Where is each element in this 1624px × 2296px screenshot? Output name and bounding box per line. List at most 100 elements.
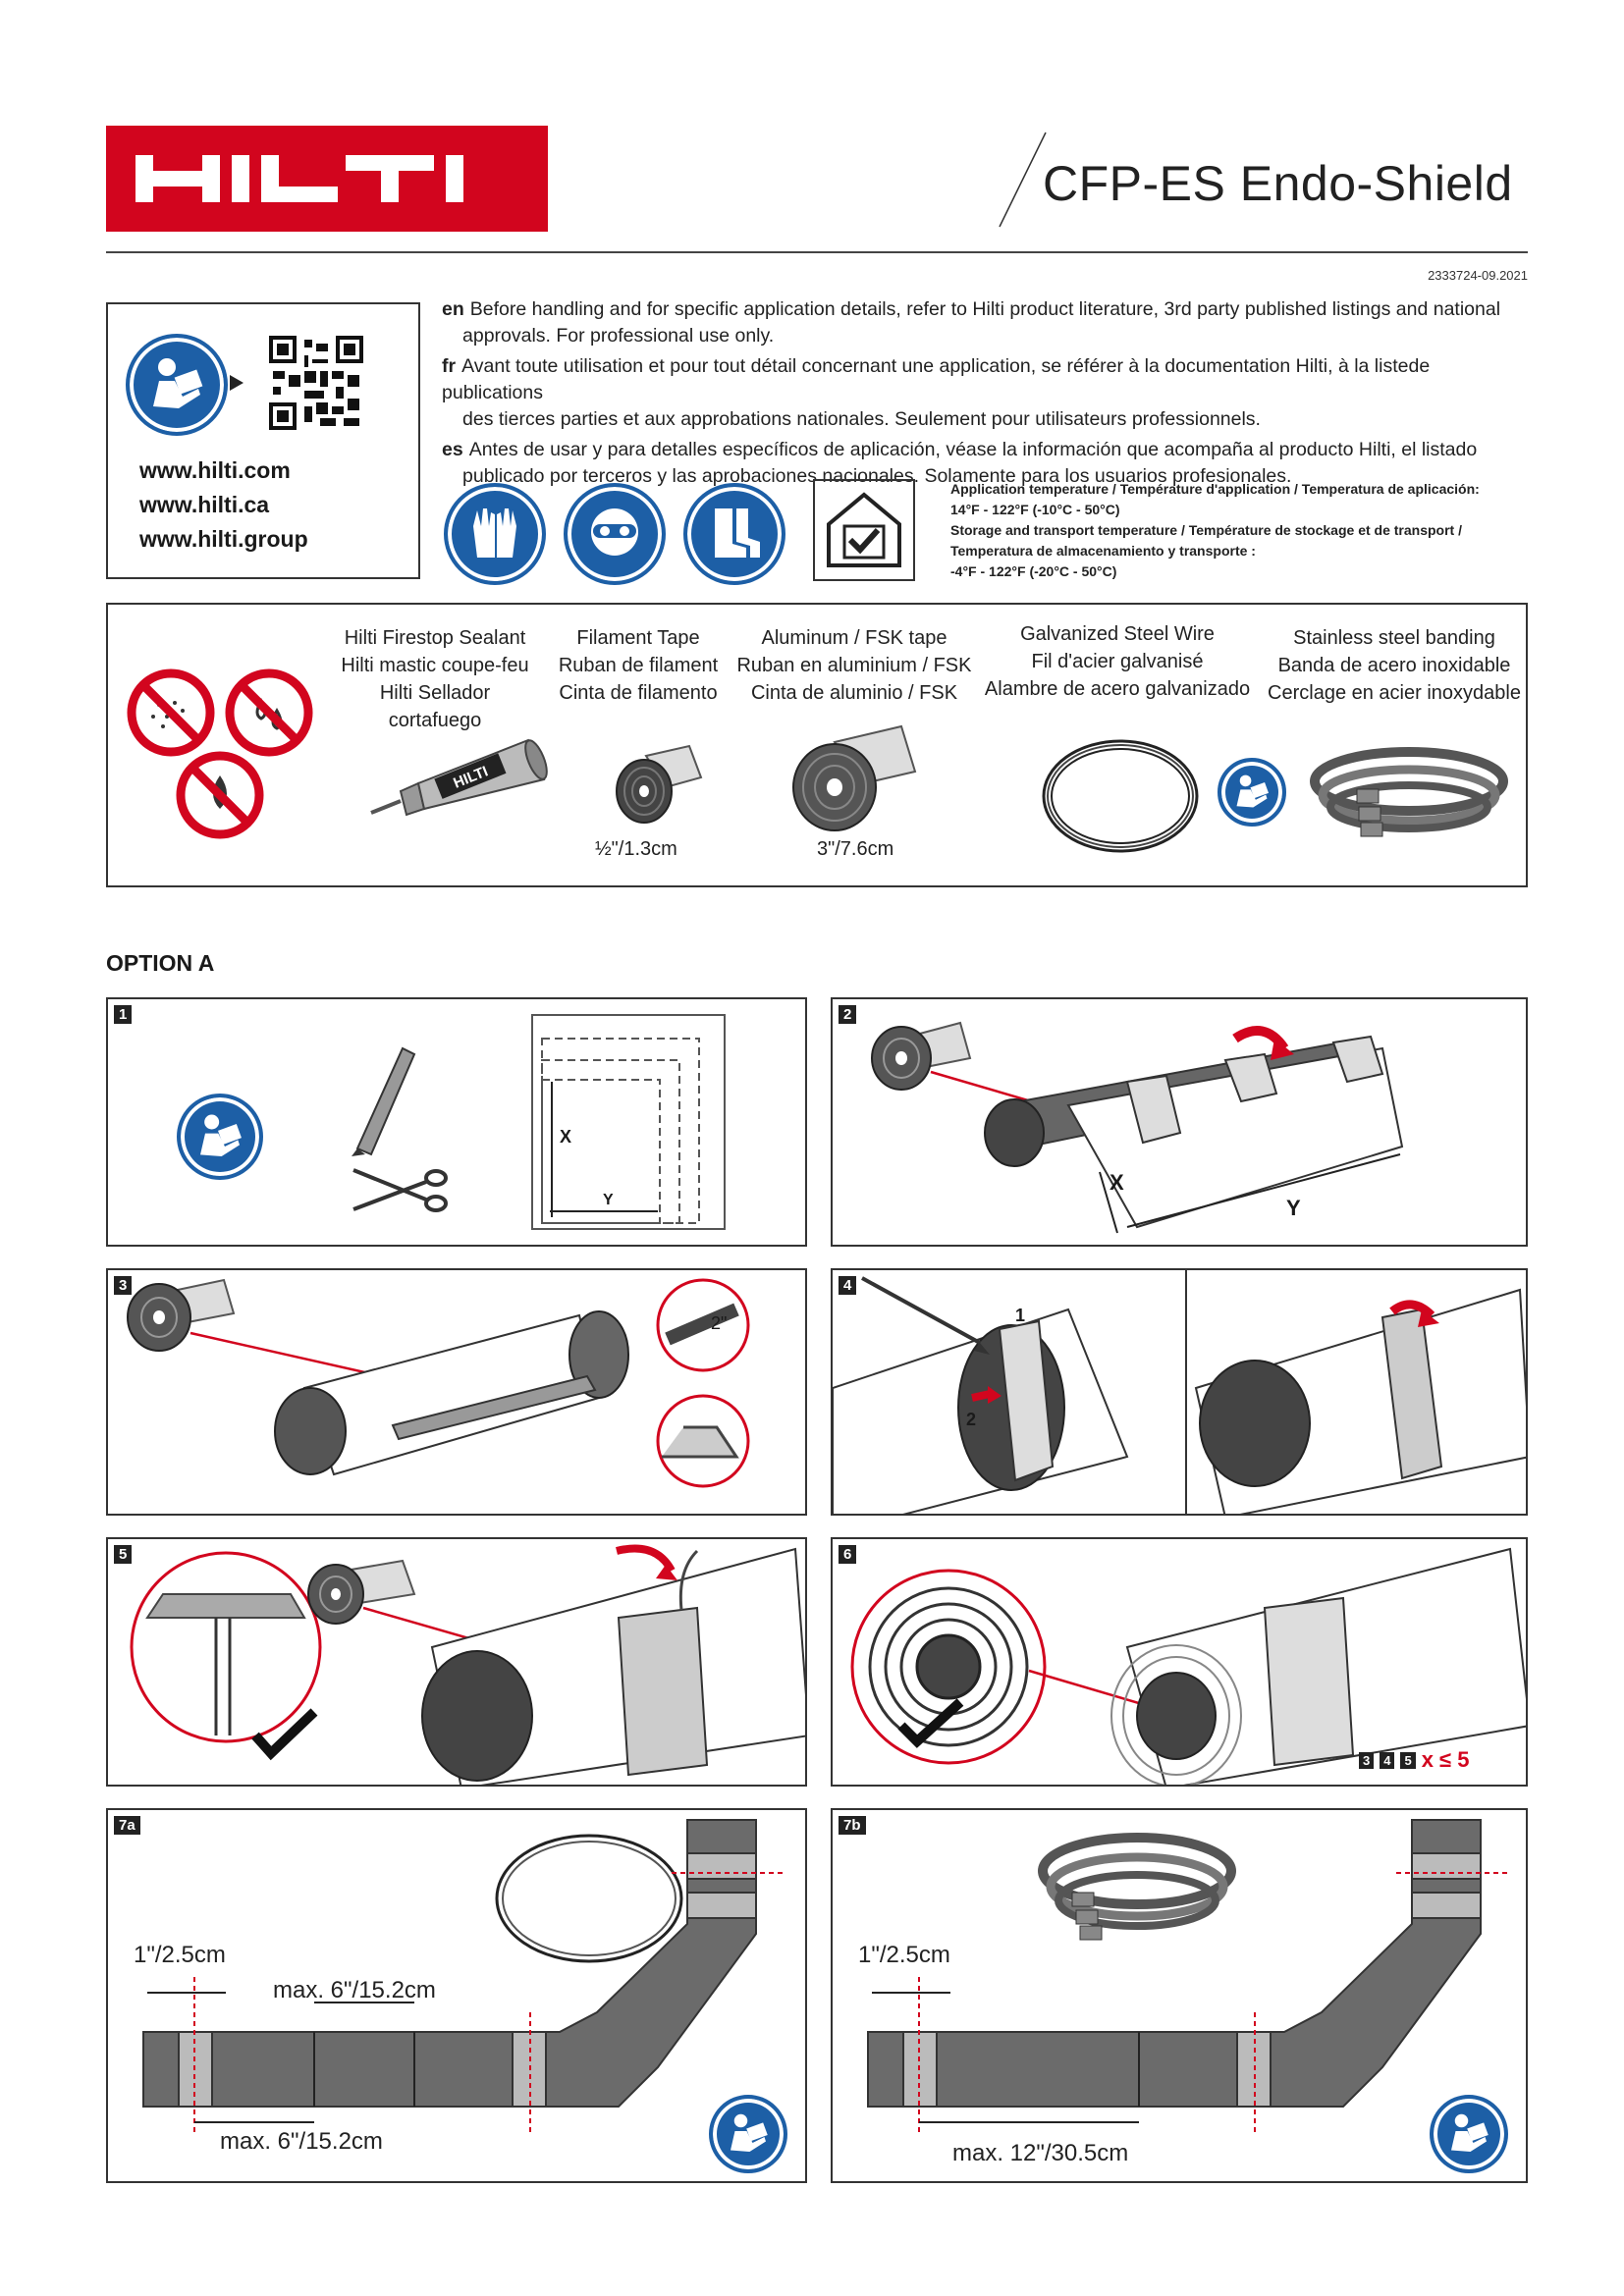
steel-wire-coil-icon <box>1037 732 1204 860</box>
substep-1-label: 1 <box>1015 1306 1025 1326</box>
filament-size: ½"/1.3cm <box>595 838 677 861</box>
temp-line-2: 14°F - 122°F (-10°C - 50°C) <box>950 500 1540 520</box>
sealant-en: Hilti Firestop Sealant <box>332 624 538 652</box>
step-1-panel: 1 X Y <box>106 997 807 1247</box>
url-hilti-group[interactable]: www.hilti.group <box>139 522 308 557</box>
gloves-icon <box>444 483 546 585</box>
dim-y-label: Y <box>1286 1196 1301 1221</box>
edge-distance-label: 1"/2.5cm <box>134 1942 226 1969</box>
temp-line-4: Temperatura de almacenamiento y transpor… <box>950 541 1540 561</box>
step-5-panel: 5 <box>106 1537 807 1787</box>
read-manual-icon <box>709 2095 787 2173</box>
banding-spacing-diagram <box>833 1810 1528 2183</box>
lang-code-fr: fr <box>442 355 456 377</box>
seal-seam-diagram <box>108 1270 807 1516</box>
no-fire-icon <box>181 756 259 834</box>
read-manual-icon <box>177 1094 263 1180</box>
read-manual-icon <box>126 334 228 436</box>
notice-en-line1: Before handling and for specific applica… <box>470 298 1500 320</box>
sealant-fr: Hilti mastic coupe-feu <box>332 652 538 679</box>
url-hilti-ca[interactable]: www.hilti.ca <box>139 488 308 522</box>
step-number: 1 <box>114 1005 132 1024</box>
ref-step-5: 5 <box>1400 1752 1415 1769</box>
utility-knife-icon <box>344 1039 422 1156</box>
materials-box: Hilti Firestop Sealant Hilti mastic coup… <box>106 603 1528 887</box>
title-divider-slash <box>992 131 1051 229</box>
edge-distance-label: 1"/2.5cm <box>858 1942 950 1969</box>
notice-en-line2: approvals. For professional use only. <box>442 323 1532 349</box>
wrap-insulation-diagram <box>833 999 1528 1247</box>
banding-es: Cerclage en acier inoxydable <box>1267 679 1522 707</box>
option-title: OPTION A <box>106 950 214 977</box>
dim-y-label: Y <box>603 1192 614 1209</box>
banding-en: Stainless steel banding <box>1267 624 1522 652</box>
notice-fr-line2: des tierces parties et aux approbations … <box>442 406 1532 433</box>
aluminum-es: Cinta de aluminio / FSK <box>736 679 972 707</box>
step-2-panel: 2 X Y <box>831 997 1528 1247</box>
temp-line-5: -4°F - 122°F (-20°C - 50°C) <box>950 561 1540 582</box>
layer-limit: 3 4 5 x ≤ 5 <box>1359 1747 1469 1773</box>
max-spacing-label: max. 12"/30.5cm <box>952 2140 1128 2167</box>
dim-x-label: X <box>1110 1170 1124 1196</box>
document-number: 2333724-09.2021 <box>1414 268 1528 283</box>
banding-fr: Banda de acero inoxidable <box>1267 652 1522 679</box>
overlap-dim: 2" <box>711 1313 727 1334</box>
aluminum-tape-roll-icon <box>785 722 923 840</box>
notice-es-line1: Antes de usar y para detalles específico… <box>469 439 1478 460</box>
scissors-icon <box>348 1160 456 1219</box>
wire-spacing-diagram <box>108 1810 807 2183</box>
lang-code-es: es <box>442 439 463 460</box>
aluminum-size: 3"/7.6cm <box>817 838 893 861</box>
max-spacing-label-top: max. 6"/15.2cm <box>273 1977 436 2004</box>
arrow-right-icon <box>230 375 244 391</box>
wire-es: Alambre de acero galvanizado <box>980 675 1255 703</box>
tape-seam-diagram <box>833 1270 1528 1516</box>
wire-en: Galvanized Steel Wire <box>980 620 1255 648</box>
safety-boots-icon <box>683 483 785 585</box>
max-layers-rule: x ≤ 5 <box>1422 1747 1470 1773</box>
language-notices: en Before handling and for specific appli… <box>442 296 1532 490</box>
no-dust-icon <box>132 673 210 752</box>
prohibition-icons <box>124 656 350 852</box>
indoor-storage-icon <box>813 479 915 581</box>
step-7b-panel: 7b 1"/2.5cm max. 12"/30.5cm <box>831 1808 1528 2183</box>
ref-step-4: 4 <box>1380 1752 1394 1769</box>
goggles-icon <box>564 483 666 585</box>
max-spacing-label-bottom: max. 6"/15.2cm <box>220 2128 383 2156</box>
no-liquid-icon <box>230 673 308 752</box>
read-manual-icon-small <box>1218 758 1286 827</box>
aluminum-fr: Ruban en aluminium / FSK <box>736 652 972 679</box>
step-4-panel: 4 1 2 <box>831 1268 1528 1516</box>
product-title: CFP-ES Endo-Shield <box>1043 155 1513 212</box>
info-box: www.hilti.com www.hilti.ca www.hilti.gro… <box>106 302 420 579</box>
url-hilti-com[interactable]: www.hilti.com <box>139 454 308 488</box>
lang-code-en: en <box>442 298 464 320</box>
substep-2-label: 2 <box>966 1410 976 1430</box>
butt-joint-diagram <box>108 1539 807 1787</box>
material-sealant: Hilti Firestop Sealant Hilti mastic coup… <box>332 624 538 734</box>
notice-fr-line1: Avant toute utilisation et pour tout dét… <box>442 355 1430 403</box>
ref-step-3: 3 <box>1359 1752 1374 1769</box>
temp-line-1: Application temperature / Température d'… <box>950 479 1540 500</box>
filament-tape-roll-icon <box>607 742 705 830</box>
material-banding: Stainless steel banding Banda de acero i… <box>1267 624 1522 707</box>
aluminum-en: Aluminum / FSK tape <box>736 624 972 652</box>
sealant-cartridge-icon: HILTI <box>361 722 558 840</box>
step-6-panel: 6 3 4 5 x ≤ 5 <box>831 1537 1528 1787</box>
temperature-info: Application temperature / Température d'… <box>950 479 1540 582</box>
step-3-panel: 3 2" <box>106 1268 807 1516</box>
header-rule <box>106 251 1528 253</box>
qr-code-icon <box>269 336 363 430</box>
wire-fr: Fil d'acier galvanisé <box>980 648 1255 675</box>
website-list: www.hilti.com www.hilti.ca www.hilti.gro… <box>139 454 308 557</box>
material-aluminum-tape: Aluminum / FSK tape Ruban en aluminium /… <box>736 624 972 707</box>
temp-line-3: Storage and transport temperature / Temp… <box>950 520 1540 541</box>
filament-fr: Ruban de filament <box>550 652 727 679</box>
stainless-banding-icon <box>1306 742 1512 850</box>
filament-en: Filament Tape <box>550 624 727 652</box>
filament-es: Cinta de filamento <box>550 679 727 707</box>
cut-dimensions-diagram <box>530 1011 766 1237</box>
hilti-logo <box>106 126 548 232</box>
dim-x-label: X <box>560 1127 571 1148</box>
material-steel-wire: Galvanized Steel Wire Fil d'acier galvan… <box>980 620 1255 703</box>
